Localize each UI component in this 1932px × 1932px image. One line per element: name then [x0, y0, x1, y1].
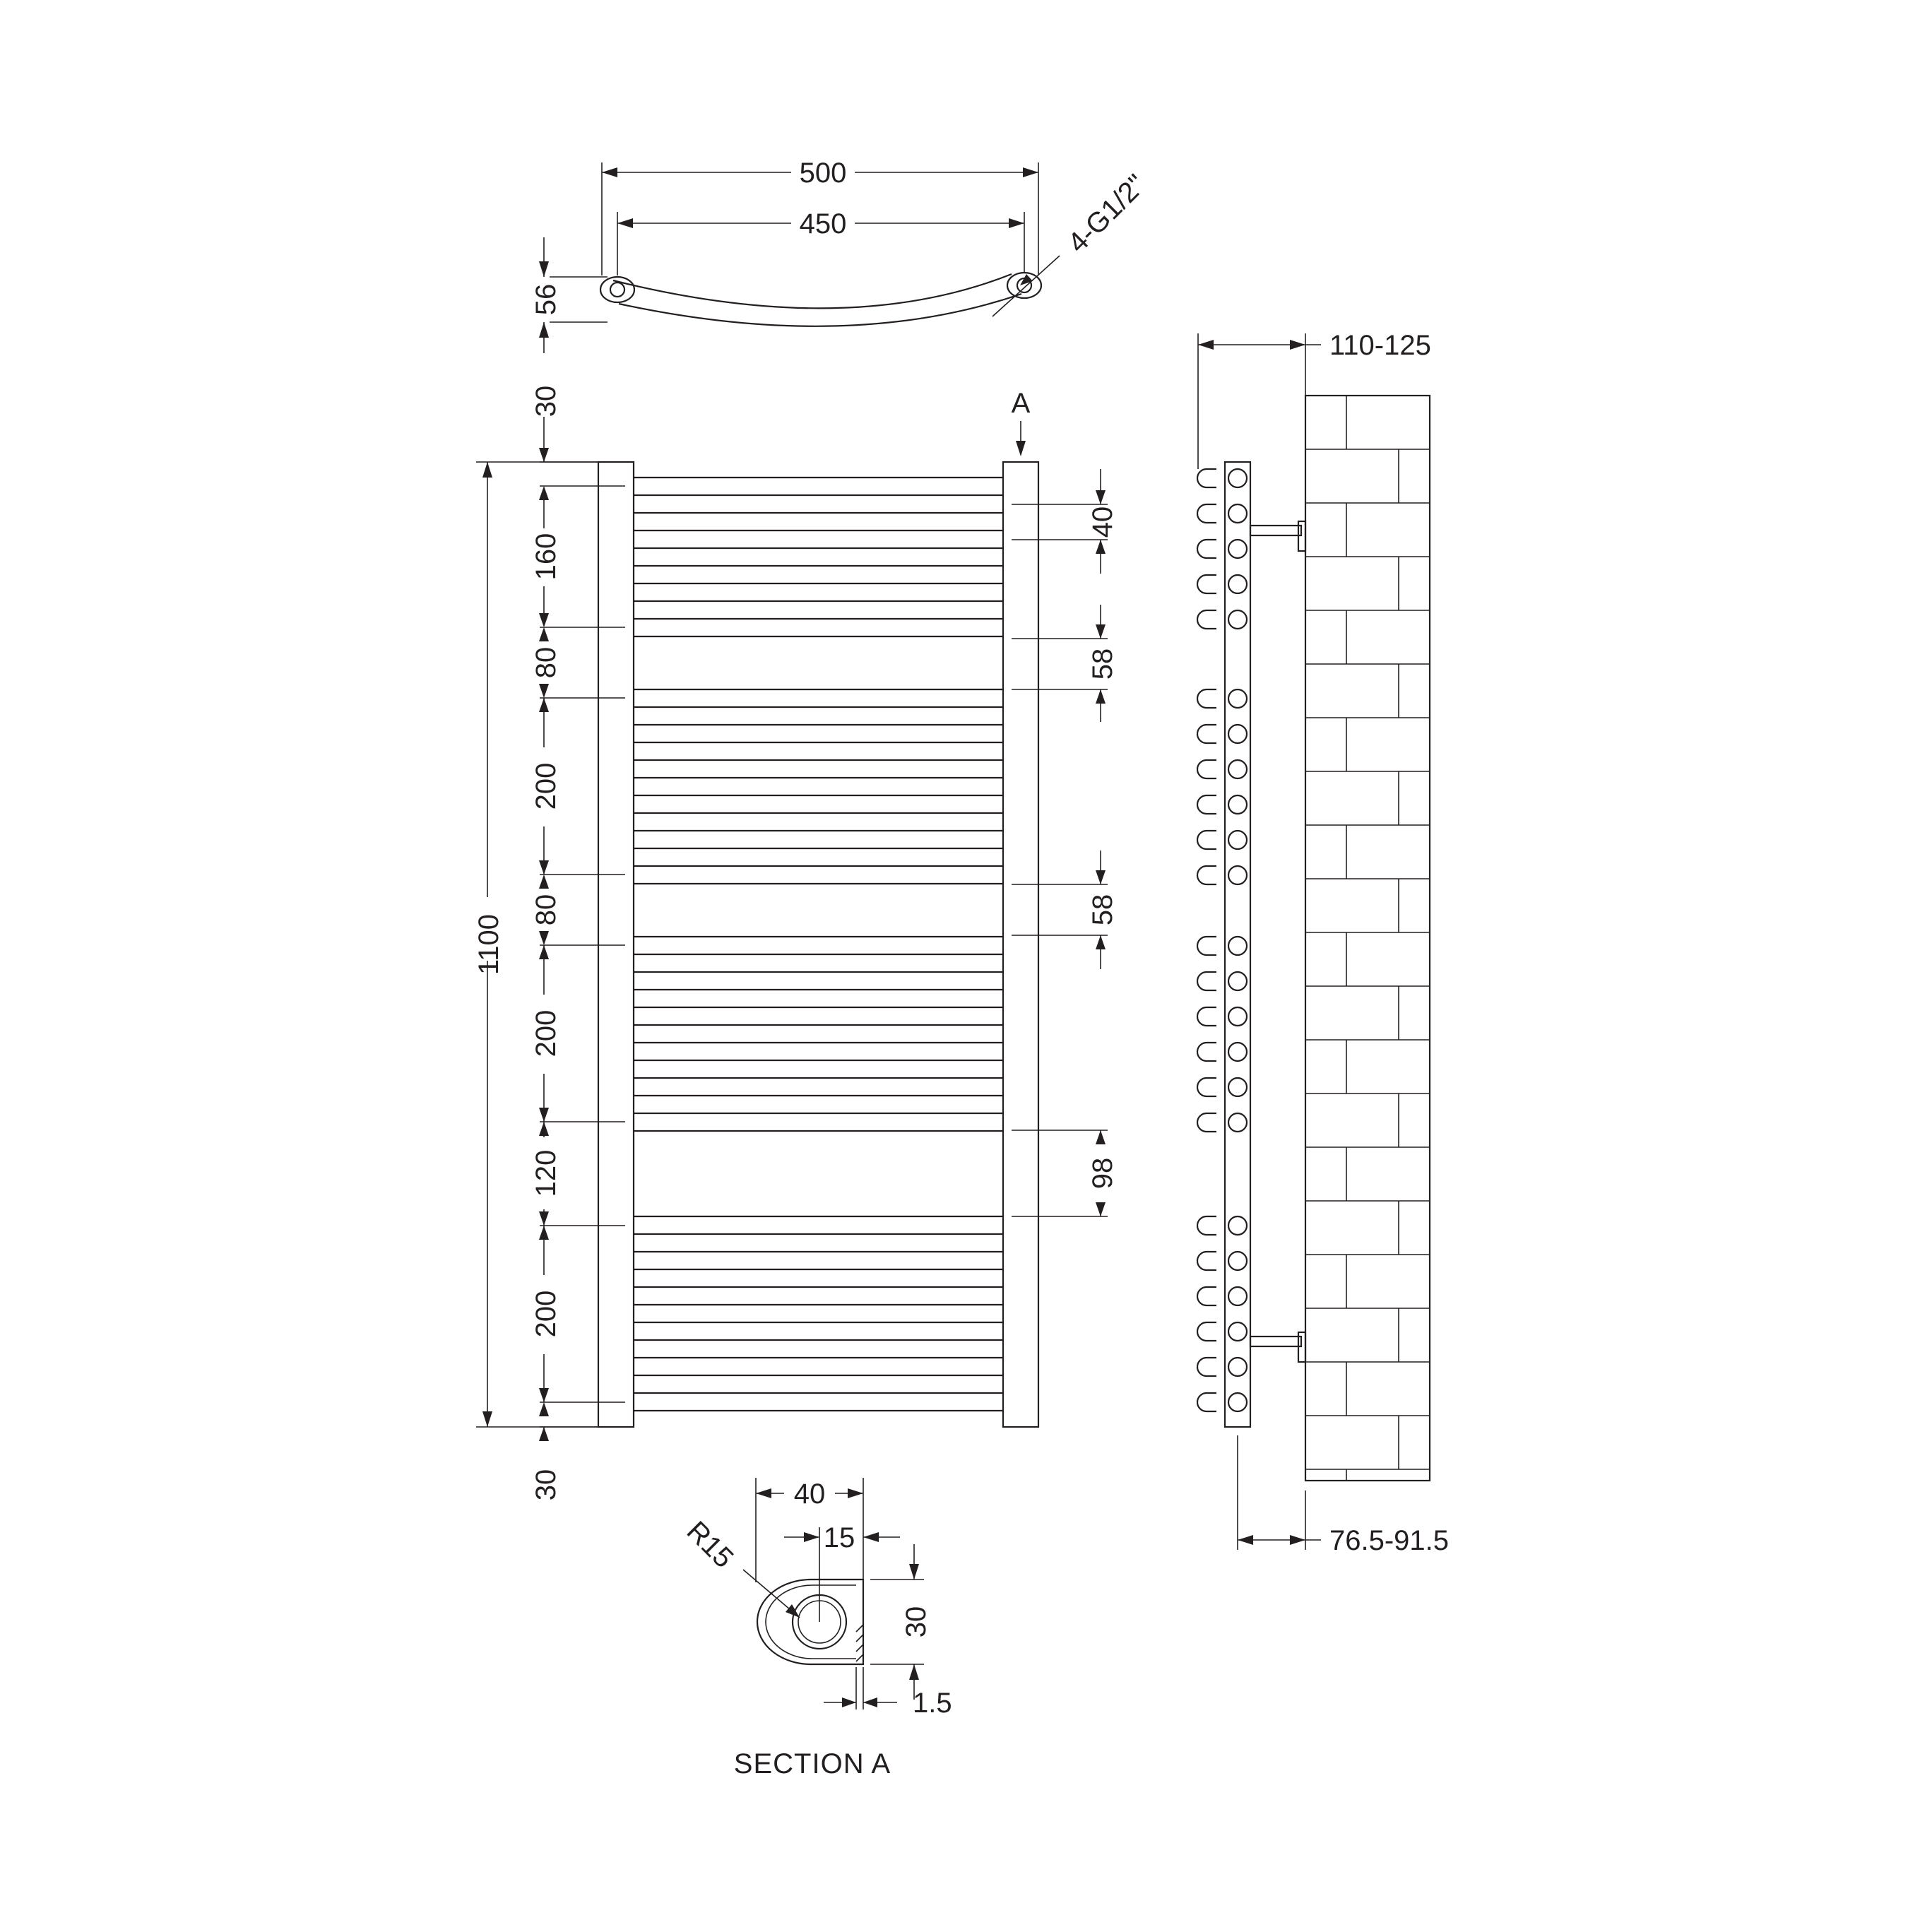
wall — [1304, 394, 1431, 1482]
section-a: 40 15 R15 30 1.5 SECTION A — [681, 1478, 952, 1779]
dim-160: 160 — [531, 533, 562, 581]
rail-group-4 — [634, 1215, 1003, 1412]
top-left-connector — [599, 275, 636, 304]
dim-overall-height: 1100 — [473, 914, 504, 975]
dim-section-height: 30 — [901, 1606, 932, 1638]
connection-label: 4-G1/2" — [1062, 169, 1152, 259]
right-chain-dims: 40 58 58 98 — [1012, 469, 1118, 1217]
dim-80-a: 80 — [531, 647, 562, 679]
dim-section-radius: R15 — [681, 1515, 740, 1574]
dim-pipe-centers: 450 — [800, 208, 847, 239]
lower-bracket — [1249, 1331, 1307, 1363]
section-hatch — [855, 1624, 864, 1662]
dim-120: 120 — [531, 1150, 562, 1197]
connection-leader — [992, 255, 1060, 317]
side-upright — [1223, 461, 1252, 1428]
top-view: 500 450 4-G1/2" 56 — [531, 158, 1152, 353]
dim-30-bottom: 30 — [531, 1469, 562, 1501]
rail-ends — [1196, 468, 1248, 1413]
top-view-body — [612, 273, 1022, 327]
rail-group-3 — [634, 935, 1003, 1132]
dim-80-b: 80 — [531, 894, 562, 926]
dim-98: 98 — [1087, 1158, 1118, 1190]
section-marker: A — [1012, 388, 1031, 419]
dim-30-top: 30 — [531, 386, 562, 417]
dim-section-wall: 1.5 — [913, 1688, 952, 1719]
dim-overall-width: 500 — [800, 158, 847, 189]
section-profile — [756, 1578, 865, 1666]
right-upright — [1002, 461, 1040, 1428]
left-upright — [597, 461, 635, 1428]
front-view: A 1100 30 160 — [473, 386, 1118, 1501]
wall-bricks — [1305, 395, 1430, 1481]
upper-bracket — [1249, 520, 1307, 552]
rail-group-2 — [634, 688, 1003, 885]
dim-bracket-projection: 76.5-91.5 — [1329, 1525, 1449, 1556]
dim-200-a: 200 — [531, 763, 562, 810]
dim-depth: 56 — [531, 284, 562, 316]
top-left-port — [609, 281, 626, 298]
dim-58-b: 58 — [1087, 894, 1118, 926]
dim-200-c: 200 — [531, 1291, 562, 1338]
dim-section-inner: 15 — [824, 1522, 855, 1553]
side-view: 110-125 76.5-91.5 — [1196, 330, 1449, 1556]
top-right-connector — [1006, 271, 1043, 300]
left-chain-dims: 30 160 80 200 80 200 120 — [531, 386, 562, 1501]
dim-wall-clearance: 110-125 — [1329, 330, 1431, 361]
dim-58-a: 58 — [1087, 648, 1118, 680]
rail-group-1 — [634, 476, 1003, 638]
dim-section-width: 40 — [794, 1478, 826, 1510]
dim-40: 40 — [1087, 506, 1118, 538]
section-title: SECTION A — [734, 1748, 891, 1779]
dim-200-b: 200 — [531, 1010, 562, 1057]
